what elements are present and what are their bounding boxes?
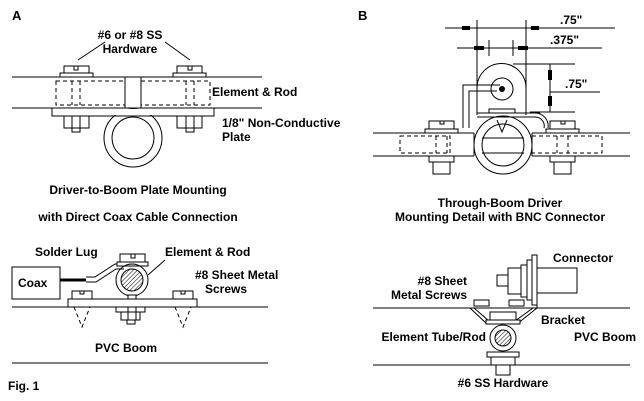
leader-line [77,41,106,61]
bolt-b-right [545,120,580,175]
hardware-label-d: #6 SS Hardware [458,376,549,390]
hardware-label-line2: Hardware [103,42,158,56]
caption-b-line1: Through-Boom Driver [438,196,563,210]
dim-hole-label: .375" [550,33,579,47]
figure-label: Fig. 1 [8,379,40,393]
boom-label-c: PVC Boom [95,341,157,355]
element-tube-label: Element Tube/Rod [382,330,486,344]
panel-a-letter: A [12,8,22,23]
leader-line [164,41,191,61]
boom-inner [111,116,155,160]
panel-d: Connector #8 Sheet Metal Screws Bracket … [373,251,636,390]
plate-label-line2: Plate [222,130,251,144]
bnc-lug [462,63,549,129]
leader-line [147,259,166,276]
bracket-label: Bracket [541,313,585,327]
boom-label-d: PVC Boom [574,330,636,344]
plate-label-line1: 1/8" Non-Conductive [222,116,341,130]
boom-outer [103,108,163,168]
screw-right [172,290,194,329]
nut-d [486,351,520,376]
solder-lug-label: Solder Lug [35,245,98,259]
mounting-plate [67,298,198,308]
connector-label: Connector [553,251,613,265]
screws-label-d-line2: Metal Screws [391,288,467,302]
bolt-right [172,65,207,133]
dimension-lines [445,20,615,115]
bnc-connector [496,254,578,306]
caption-b-line2: Mounting Detail with BNC Connector [395,210,605,224]
bolt-b-left [424,120,459,175]
element-tube-d [489,324,517,352]
caption-a-line1: Driver-to-Boom Plate Mounting [49,183,226,197]
dim-width-label: .75" [560,13,582,27]
element-rod-label: Element & Rod [212,85,297,99]
panel-a: A #6 or #8 SS Hardware [12,8,341,224]
panel-c: Solder Lug Element & Rod Coax [8,245,278,393]
coax-label: Coax [18,276,48,290]
bolt-left [59,65,94,133]
panel-b-letter: B [358,8,367,23]
bracket [469,299,538,325]
screws-label-line1: #8 Sheet Metal [195,268,278,282]
screws-label-line2: Screws [205,282,247,296]
screw-left [71,290,93,329]
dim-height-label: .75" [565,77,587,91]
nut-c [115,306,146,325]
hardware-label-line1: #6 or #8 SS [98,28,163,42]
coax-box [11,266,61,300]
element-rod-c [115,253,149,300]
caption-a-line2: with Direct Coax Cable Connection [37,210,237,224]
element-rod-label-c: Element & Rod [165,245,250,259]
panel-b: B .75" .375" .75" [358,8,630,224]
boom-b [473,115,533,175]
screws-label-d-line1: #8 Sheet [418,274,467,288]
